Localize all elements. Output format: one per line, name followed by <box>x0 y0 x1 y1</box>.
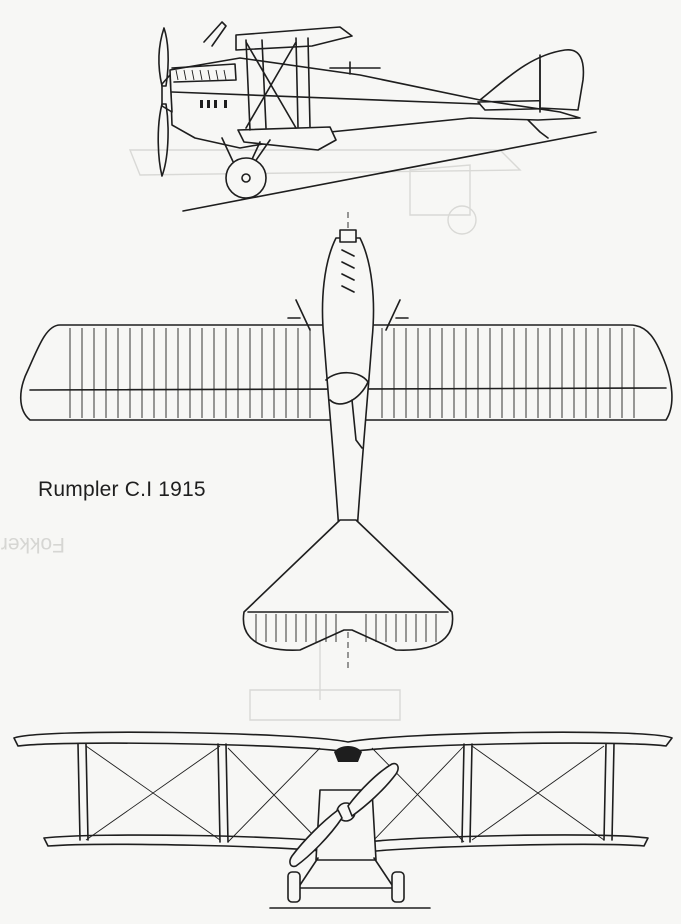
top-tailplane <box>242 519 454 651</box>
top-spinner <box>339 229 357 243</box>
top-cabane <box>287 299 409 331</box>
side-vent-1 <box>200 100 203 108</box>
side-struts <box>245 37 311 131</box>
front-bracing-wires <box>85 745 605 843</box>
front-wheel-left <box>287 871 301 903</box>
side-fuselage-spine <box>171 91 481 105</box>
front-lower-wing <box>43 834 331 853</box>
front-wheel-right <box>391 871 405 903</box>
side-fin-rudder <box>479 49 585 111</box>
top-rear-gunner <box>351 399 363 449</box>
ghost-caption: Fokker E.III 1915 <box>0 533 65 556</box>
side-exhaust <box>203 21 227 47</box>
side-wheel-hub <box>241 173 251 183</box>
top-engine-detail <box>341 249 355 293</box>
side-view <box>157 21 597 212</box>
side-upper-wing <box>235 26 353 51</box>
front-upper-wing <box>13 731 673 753</box>
top-wing-ribs <box>69 328 635 418</box>
side-vent-3 <box>214 100 217 108</box>
side-tailskid <box>527 119 549 139</box>
side-propeller-blade-top <box>158 27 169 87</box>
front-view <box>13 731 673 909</box>
top-cockpit <box>325 371 369 405</box>
side-propeller-blade-bottom <box>157 103 169 177</box>
top-tail-ribs <box>255 614 437 642</box>
top-view <box>19 212 673 670</box>
side-vent-2 <box>207 100 210 108</box>
front-headrest <box>334 746 362 762</box>
front-lower-wing-right <box>365 834 649 853</box>
front-gear <box>297 857 395 889</box>
front-propeller-upper <box>347 762 399 817</box>
side-engine-cowl <box>171 63 237 83</box>
side-fuselage <box>169 57 581 149</box>
side-wheel <box>225 157 267 199</box>
side-lower-wing <box>237 126 337 151</box>
drawing-caption: Rumpler C.I 1915 <box>38 478 206 501</box>
side-engine-detail <box>175 69 227 81</box>
side-mg <box>329 61 381 75</box>
front-propeller-lower <box>289 809 343 868</box>
front-interplane-struts <box>77 743 615 843</box>
side-vent-4 <box>224 100 227 108</box>
